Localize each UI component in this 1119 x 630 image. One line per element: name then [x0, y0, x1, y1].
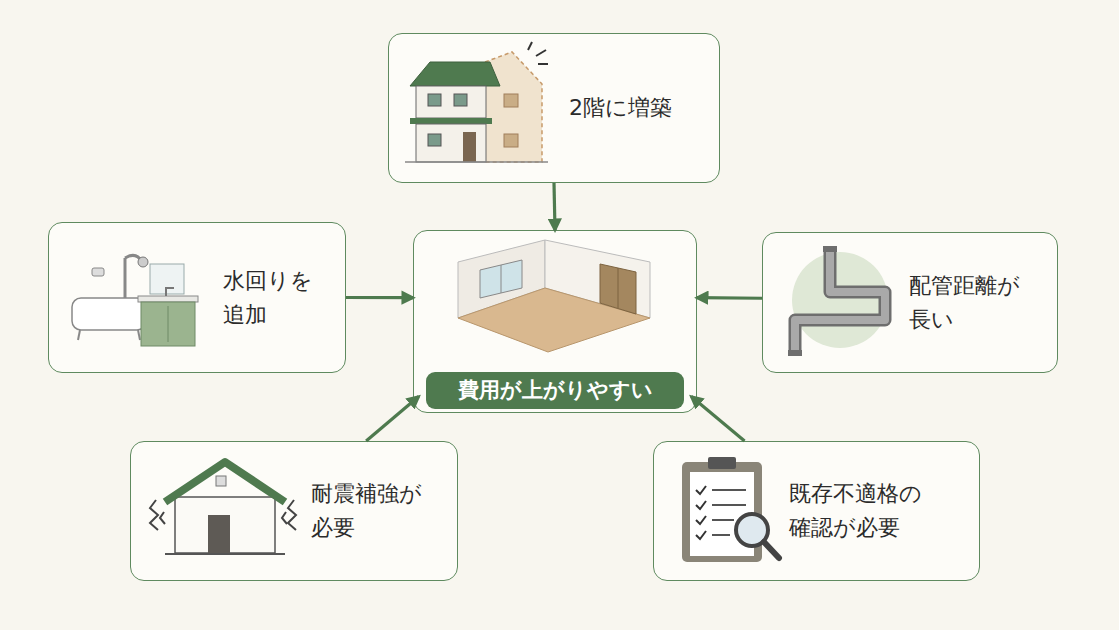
result-box: 費用が上がりやすい	[413, 230, 697, 413]
factor-box: 2階に増築	[388, 33, 720, 183]
factor-label: 水回りを 追加	[223, 264, 333, 332]
flow-arrow	[691, 397, 744, 441]
factor-box: 既存不適格の 確認が必要	[653, 441, 980, 581]
factor-label: 2階に増築	[569, 91, 719, 125]
flow-arrow	[346, 296, 413, 299]
factor-label: 耐震補強が 必要	[311, 477, 433, 545]
flow-arrow	[697, 296, 762, 300]
flow-arrow	[554, 183, 555, 230]
factor-box: 配管距離が 長い	[762, 232, 1058, 373]
result-label: 費用が上がりやすい	[426, 372, 684, 409]
flow-arrow	[366, 397, 419, 441]
factor-box: 水回りを 追加	[48, 222, 346, 373]
factor-label: 配管距離が 長い	[909, 269, 1031, 337]
factor-box: 耐震補強が 必要	[130, 441, 458, 581]
factor-label: 既存不適格の 確認が必要	[789, 477, 939, 545]
